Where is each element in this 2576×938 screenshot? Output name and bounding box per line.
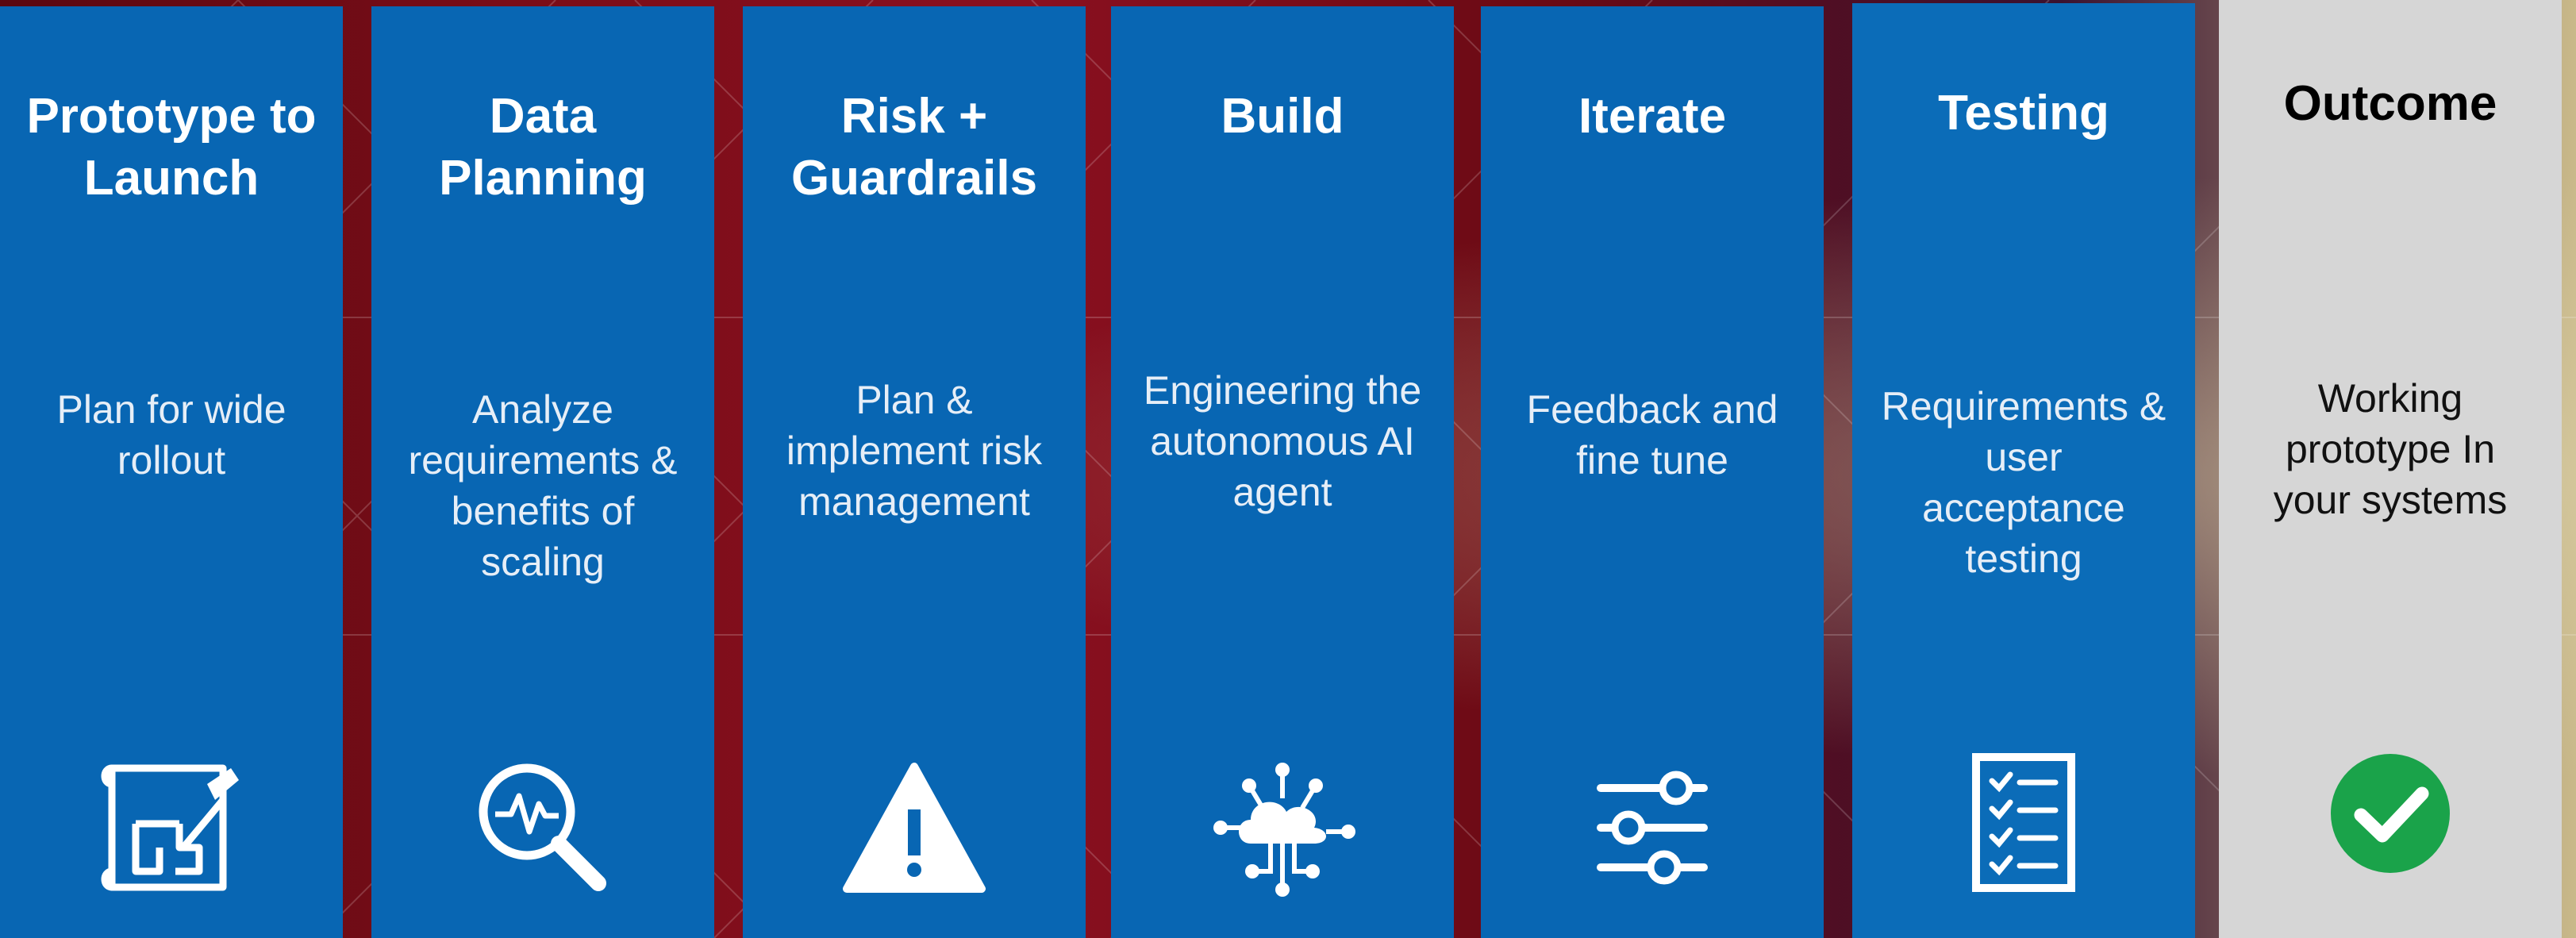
cloud-network-icon (1207, 752, 1358, 903)
column-outcome: Outcome Working prototype In your system… (2219, 0, 2562, 938)
column-description: Requirements & user acceptance testing (1881, 384, 2167, 581)
column-description: Working prototype In your systems (2273, 376, 2508, 522)
column-testing: Testing Requirements & user acceptance t… (1852, 3, 2195, 938)
column-title: Testing (1938, 86, 2109, 140)
warning-triangle-icon (839, 752, 990, 903)
column-description: Plan for wide rollout (56, 387, 286, 482)
check-circle-icon (2315, 750, 2466, 901)
column-iterate: Iterate Feedback and fine tune (1481, 6, 1824, 938)
column-title: Build (1221, 89, 1344, 144)
column-build: Build Engineering the autonomous AI agen… (1111, 6, 1454, 938)
blueprint-icon (96, 752, 247, 903)
column-prototype-to-launch: Prototype to Launch Plan for wide rollou… (0, 6, 343, 938)
column-title: Outcome (2283, 76, 2497, 131)
column-title: Data Planning (439, 89, 647, 206)
column-title: Risk + Guardrails (790, 89, 1038, 206)
column-title: Iterate (1578, 89, 1727, 144)
magnifier-pulse-icon (467, 752, 618, 903)
checklist-icon (1948, 749, 2099, 900)
sliders-icon (1577, 752, 1728, 903)
column-description: Analyze requirements & benefits of scali… (408, 387, 678, 584)
column-description: Engineering the autonomous AI agent (1143, 368, 1422, 514)
column-title: Prototype to Launch (26, 89, 317, 206)
column-data-planning: Data Planning Analyze requirements & ben… (371, 6, 714, 938)
column-description: Feedback and fine tune (1526, 387, 1778, 482)
column-risk-guardrails: Risk + Guardrails Plan & implement risk … (743, 6, 1086, 938)
column-description: Plan & implement risk management (786, 378, 1043, 524)
